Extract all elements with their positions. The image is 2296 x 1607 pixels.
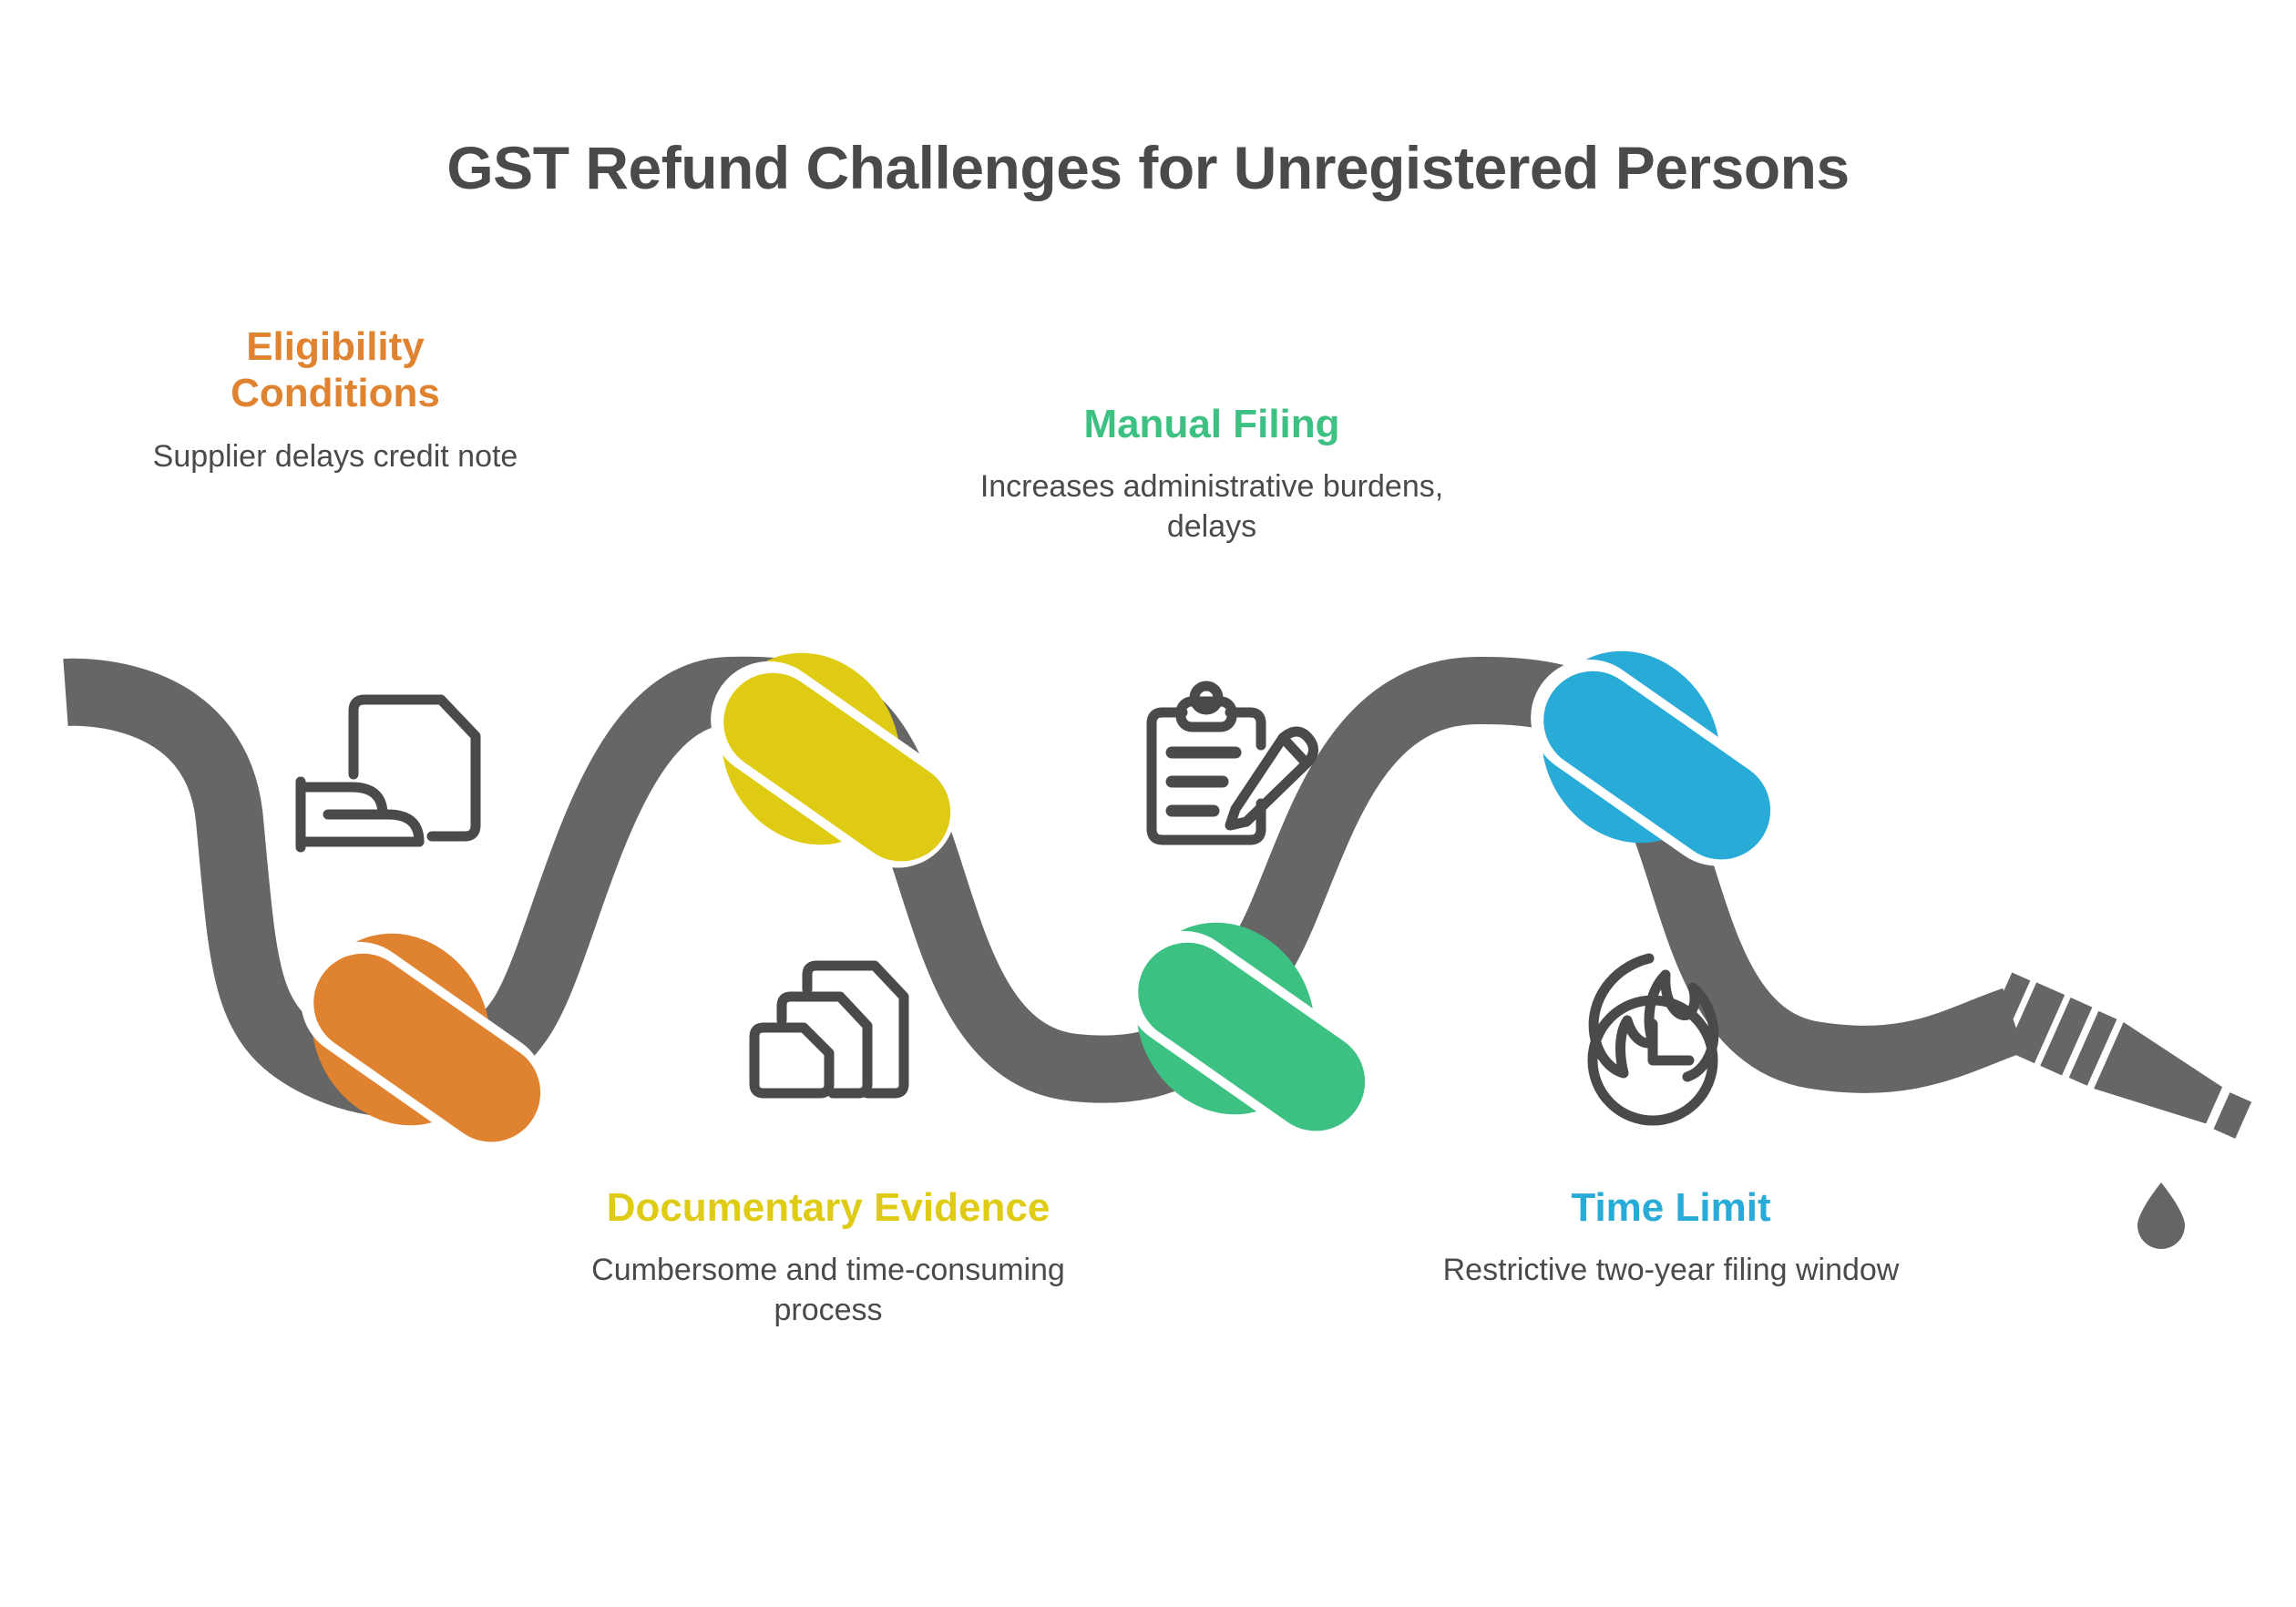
page-title: GST Refund Challenges for Unregistered P… xyxy=(446,134,1850,201)
stacked-documents-icon xyxy=(749,960,909,1099)
burning-clock-icon xyxy=(1587,953,1719,1126)
stage-label-manual: Manual Filing Increases administrative b… xyxy=(938,401,1485,548)
clipboard-pencil-icon xyxy=(1146,681,1318,845)
stage-title-timelimit: Time Limit xyxy=(1571,1185,1771,1230)
water-droplet xyxy=(2137,1182,2185,1249)
stage-description-eligibility: Supplier delays credit note xyxy=(152,438,518,474)
stage-label-eligibility: Eligibility Conditions Supplier delays c… xyxy=(137,323,534,476)
hose-nozzle xyxy=(1982,972,2252,1139)
knot-manual xyxy=(1102,891,1394,1161)
stage-title-eligibility: Eligibility Conditions xyxy=(231,324,440,416)
document-hand-icon xyxy=(295,694,481,853)
stage-title-documentary: Documentary Evidence xyxy=(606,1185,1051,1230)
stage-description-documentary: Cumbersome and time-consuming process xyxy=(591,1253,1065,1327)
stage-label-documentary: Documentary Evidence Cumbersome and time… xyxy=(543,1184,1113,1331)
stage-title-manual: Manual Filing xyxy=(1083,402,1340,446)
stage-label-timelimit: Time Limit Restrictive two-year filing w… xyxy=(1403,1184,1939,1291)
stage-description-timelimit: Restrictive two-year filing window xyxy=(1442,1253,1900,1288)
stage-description-manual: Increases administrative burdens, delays xyxy=(979,469,1444,544)
